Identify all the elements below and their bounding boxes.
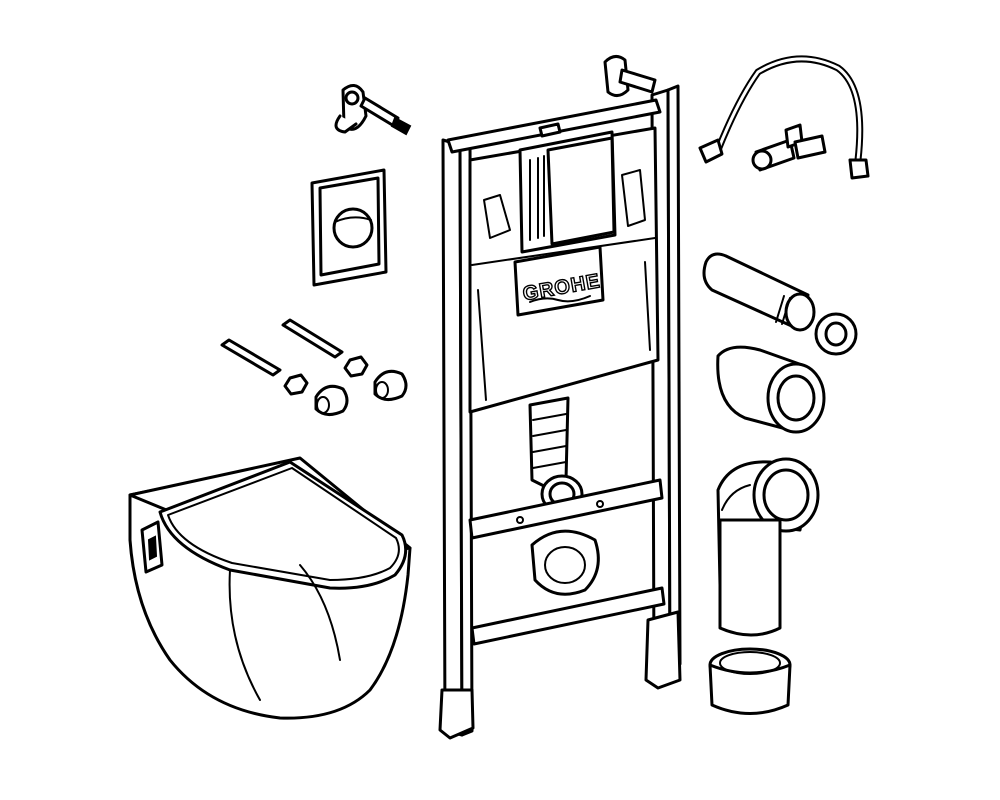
pipe-cap-ring <box>708 647 792 715</box>
inlet-pipe <box>702 252 816 332</box>
installation-frame: GROHE <box>438 84 682 740</box>
wall-mount-bracket <box>334 84 412 136</box>
angle-valve <box>751 123 827 172</box>
pan-connector-straight <box>716 345 826 434</box>
flush-plate <box>310 168 388 287</box>
frame-top-bracket <box>603 55 657 97</box>
brand-plate <box>513 245 605 317</box>
water-supply-hose <box>698 55 870 180</box>
bend-pan-connector <box>716 457 820 637</box>
wall-hung-toilet-bowl <box>128 456 412 720</box>
fixing-bolts-set <box>220 318 408 416</box>
inlet-seal-ring <box>814 312 858 356</box>
